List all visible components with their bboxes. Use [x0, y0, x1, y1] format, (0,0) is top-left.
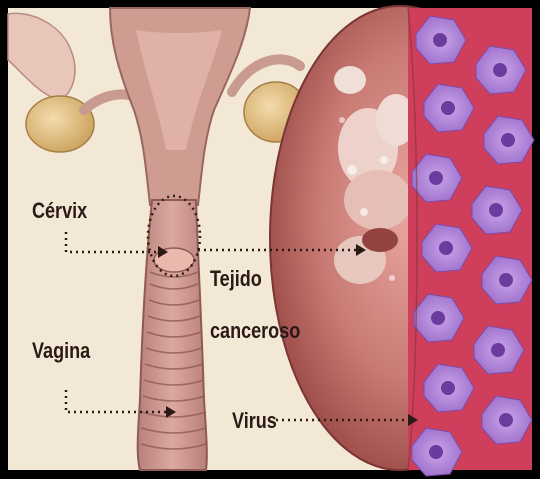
virus-panel	[408, 8, 534, 476]
label-tissue-line1: Tejido	[210, 266, 262, 291]
label-cervix: Cérvix	[32, 198, 87, 223]
label-virus: Virus	[232, 408, 277, 433]
label-vagina: Vagina	[32, 338, 90, 363]
label-tissue-line2: canceroso	[210, 318, 300, 343]
